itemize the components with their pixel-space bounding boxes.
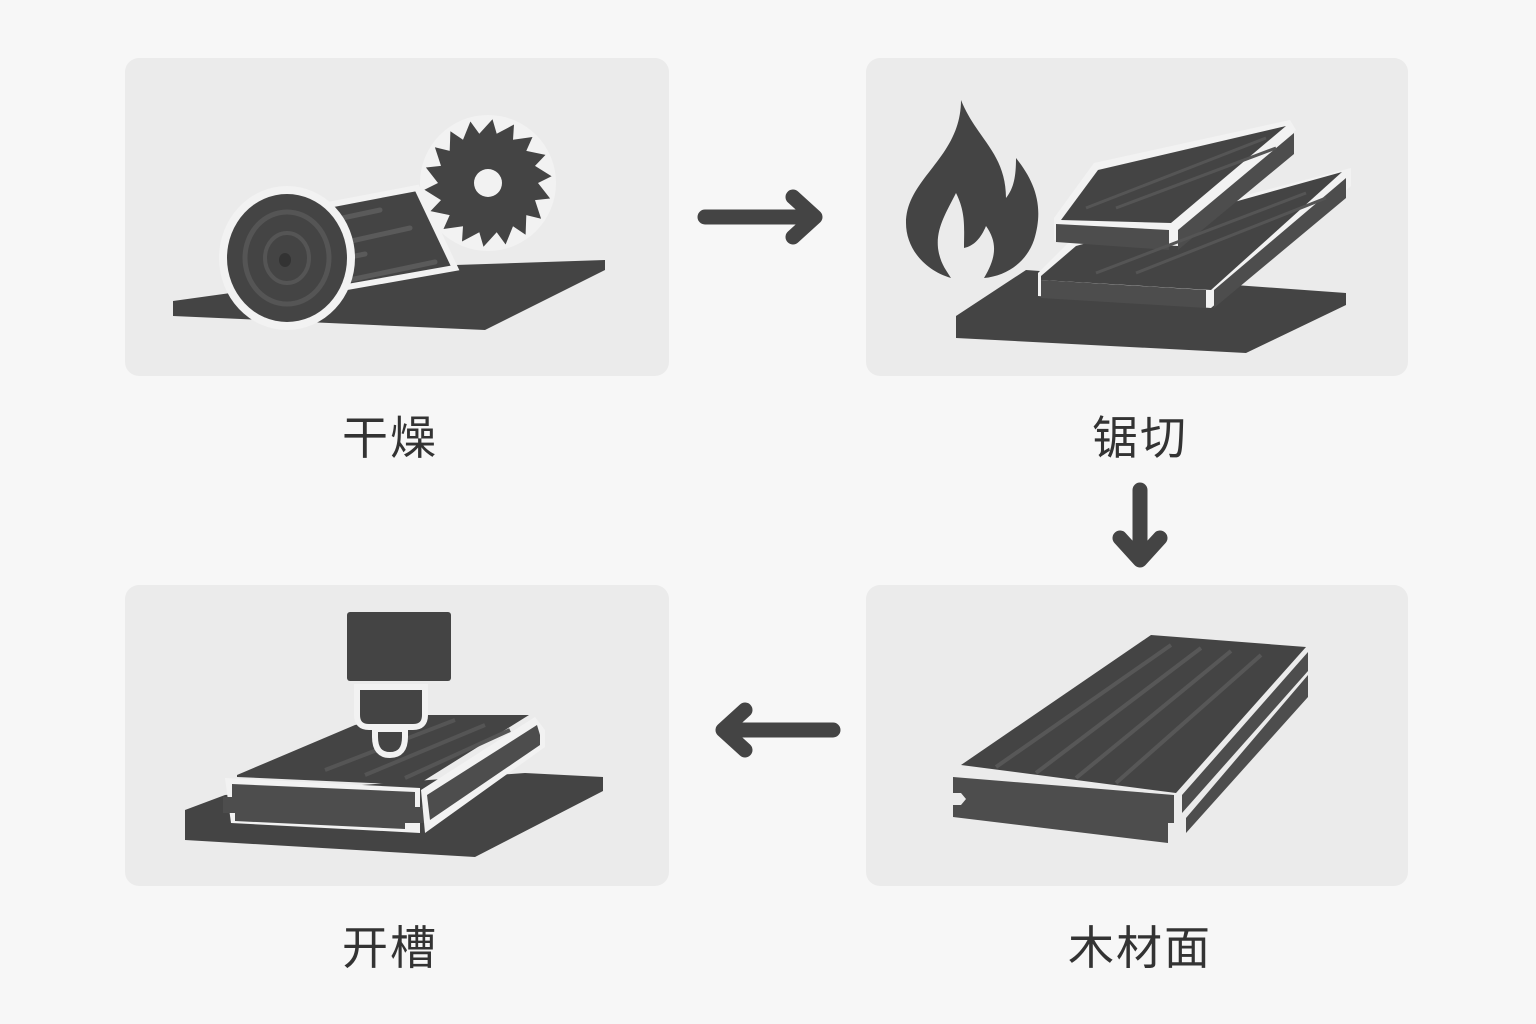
step-label-wood-surface: 木材面 <box>1068 921 1212 975</box>
step-card-wood-surface <box>866 585 1408 886</box>
arrow-left-icon <box>715 702 841 758</box>
step-label-sawing: 锯切 <box>1092 411 1188 465</box>
step-label-grooving: 开槽 <box>342 921 438 975</box>
step-card-sawing <box>866 58 1408 376</box>
step-card-drying <box>125 58 669 376</box>
step-card-grooving <box>125 585 669 886</box>
flame-and-stacked-boards-icon <box>906 100 1351 353</box>
arrow-right-icon <box>697 189 823 245</box>
arrow-down-icon <box>1112 482 1168 568</box>
log-and-circular-saw-icon <box>173 115 605 330</box>
tongue-groove-board-icon <box>953 635 1308 843</box>
step-label-drying: 干燥 <box>342 411 438 465</box>
cnc-router-on-board-icon <box>185 612 603 857</box>
